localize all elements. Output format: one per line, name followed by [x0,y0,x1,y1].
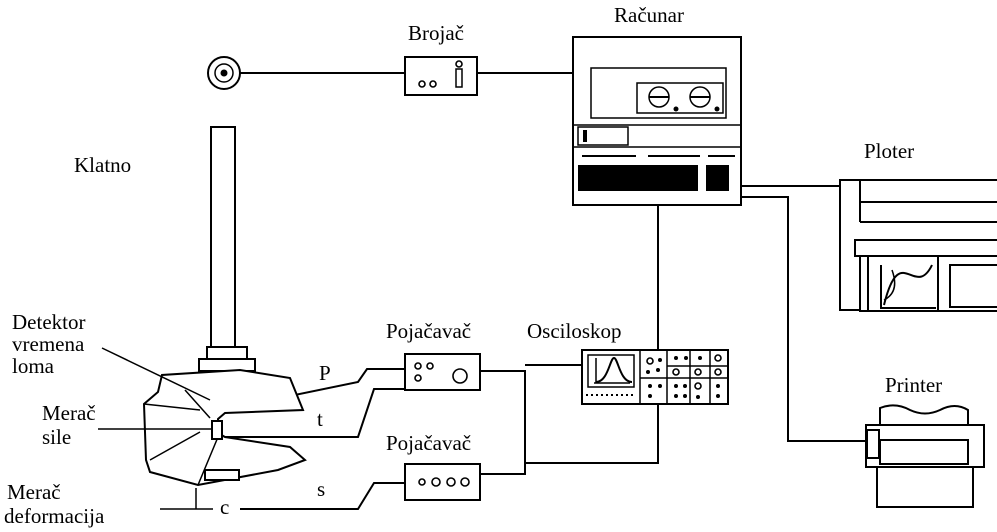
oscilloscope [581,349,729,405]
label-leaders [98,347,212,430]
amplifier-top-label: Pojačavač [386,319,471,343]
detector-label-line1: Detektor [12,310,85,334]
computer [572,36,742,206]
signal-s-label: s [317,477,325,501]
force-meter-label-line2: sile [42,425,71,449]
counter-label: Brojač [408,21,464,45]
pendulum-label: Klatno [74,153,131,177]
pendulum [142,126,307,487]
deformation-meter-label-line2: deformacija [4,504,105,528]
detector-label-line2: vremena [12,332,85,356]
amplifier-bottom-label: Pojačavač [386,431,471,455]
wire-computer-to-printer [741,196,866,442]
printer-label: Printer [885,373,942,397]
wire-amp-top-to-oscilloscope [480,370,526,463]
deformation-meter-label-line1: Merač [7,480,61,504]
plotter-label: Ploter [864,139,914,163]
counter-sensor [207,56,241,90]
signal-p-label: P [319,361,331,385]
force-meter-label-line1: Merač [42,401,96,425]
signal-c-label: c [220,495,229,519]
wire-computer-to-oscilloscope [525,205,659,464]
printer [865,404,985,508]
counter-device [404,56,478,96]
amplifier-top [404,353,481,391]
wire-c-signal [240,482,405,510]
computer-label: Računar [614,3,684,27]
plotter [839,179,997,312]
signal-t-label: t [317,407,323,431]
wire-s-signal [480,463,526,475]
detector-label-line3: loma [12,354,55,378]
wire-t-signal [222,388,405,438]
wires [160,72,866,510]
amplifier-bottom [404,463,481,501]
oscilloscope-label: Osciloskop [527,319,622,343]
